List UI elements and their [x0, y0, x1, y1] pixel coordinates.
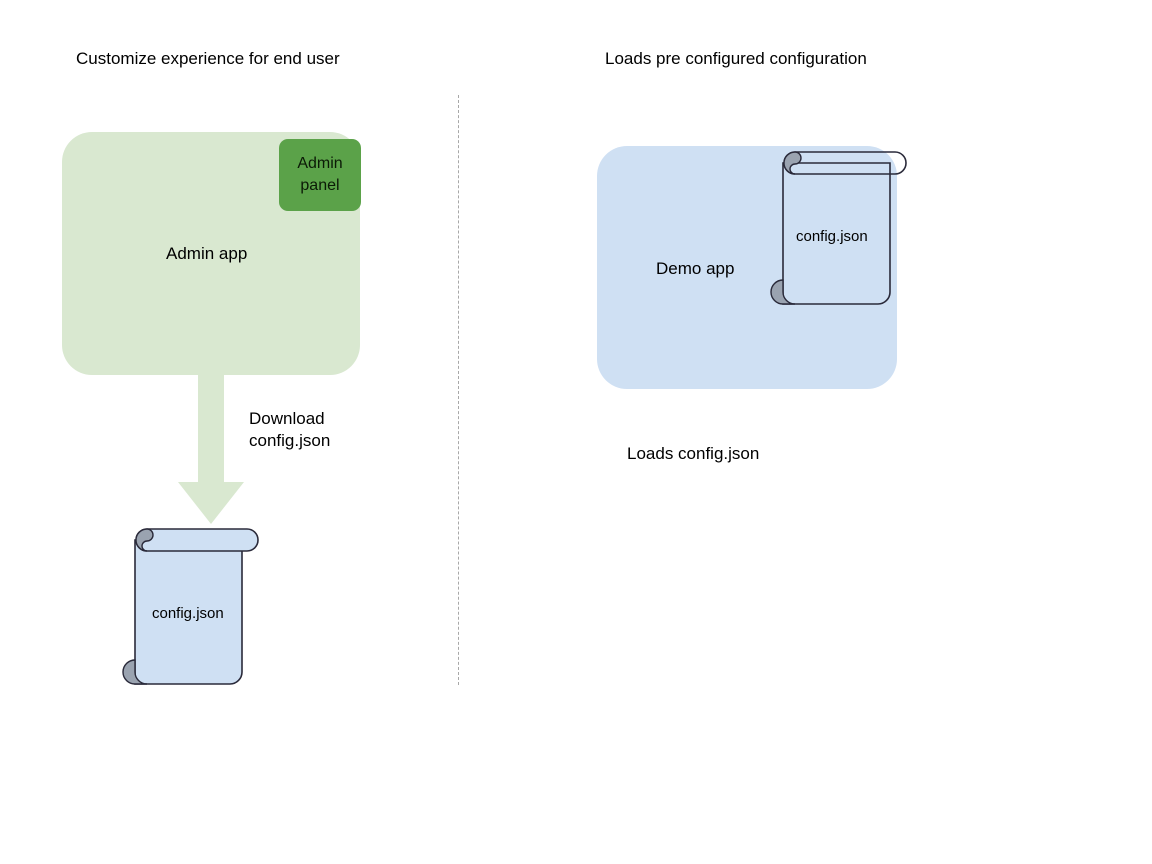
- admin-panel-label: Admin panel: [297, 155, 343, 194]
- loads-config-note: Loads config.json: [627, 444, 760, 463]
- demo-app-container: [597, 146, 897, 389]
- config-json-document-left[interactable]: [118, 527, 268, 692]
- demo-app-label: Demo app: [656, 259, 735, 278]
- admin-app-label: Admin app: [166, 244, 248, 263]
- config-json-document-right[interactable]: [768, 150, 916, 312]
- download-arrow-label: Download config.json: [249, 409, 331, 450]
- download-arrow-icon: [178, 372, 244, 524]
- admin-panel-box[interactable]: Admin panel: [279, 139, 361, 211]
- left-column-heading: Customize experience for end user: [76, 49, 340, 68]
- right-column-heading: Loads pre configured configuration: [605, 49, 867, 68]
- scroll-document-icon: [770, 151, 907, 305]
- column-divider: [458, 95, 459, 685]
- scroll-document-icon: [122, 528, 259, 685]
- download-arrow: [176, 372, 246, 527]
